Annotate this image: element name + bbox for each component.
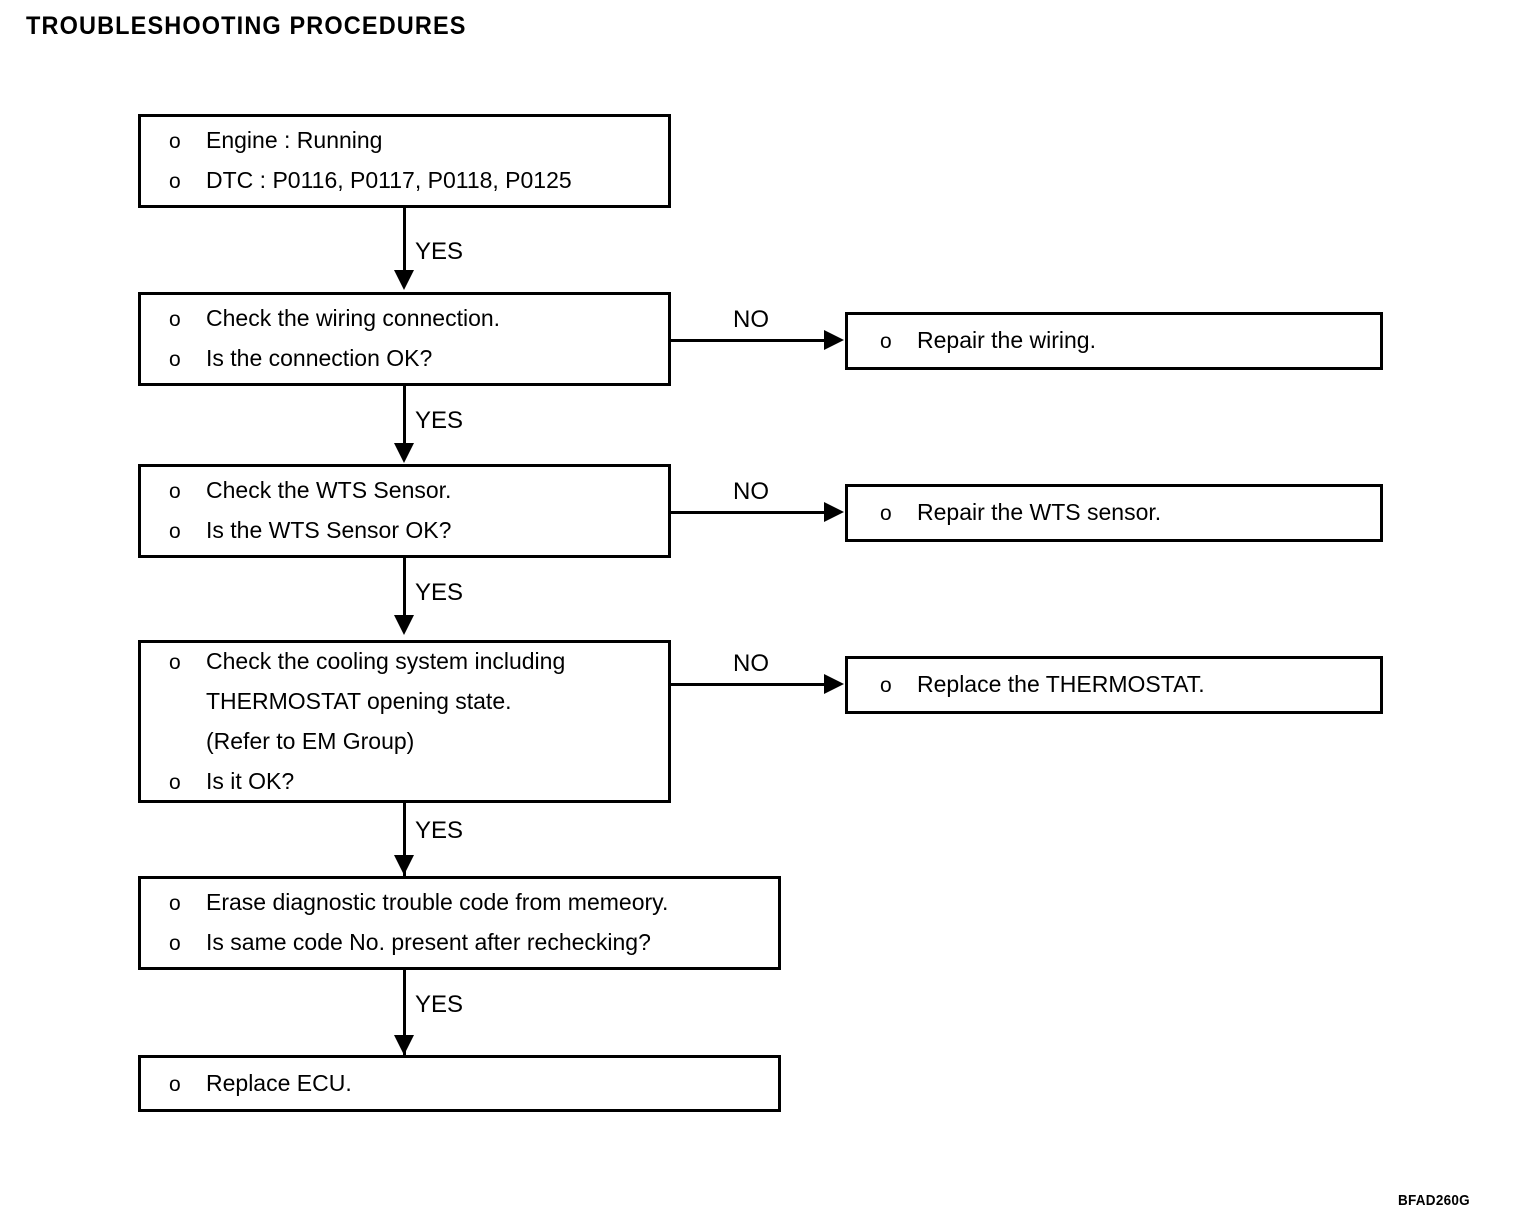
connector-yes4-arrowhead xyxy=(394,855,414,875)
connector-no3-line xyxy=(671,683,826,686)
connector-yes3-line xyxy=(403,558,406,626)
bullet-icon: o xyxy=(169,892,181,915)
node-line: o Repair the wiring. xyxy=(880,321,1380,361)
edge-label-yes5: YES xyxy=(415,991,464,1018)
node-check-cooling: o Check the cooling system including o T… xyxy=(138,640,671,803)
connector-yes5-line xyxy=(403,970,406,1055)
page-title: TROUBLESHOOTING PROCEDURES xyxy=(26,12,467,40)
node-repair-wts: o Repair the WTS sensor. xyxy=(845,484,1383,542)
node-replace-ecu-body: o Replace ECU. xyxy=(141,1058,778,1109)
node-line: o Check the cooling system including xyxy=(169,642,668,682)
bullet-icon: o xyxy=(169,932,181,955)
bullet-icon: o xyxy=(169,520,181,543)
connector-no1-arrowhead xyxy=(824,330,844,350)
node-line: o Is it OK? xyxy=(169,762,668,802)
edge-label-yes2: YES xyxy=(415,407,464,434)
node-line: o Check the WTS Sensor. xyxy=(169,471,668,511)
node-line-text: Check the wiring connection. xyxy=(206,305,501,331)
node-check-wts-body: o Check the WTS Sensor. o Is the WTS Sen… xyxy=(141,467,668,555)
bullet-icon: o xyxy=(169,1072,181,1096)
node-line-text: Replace ECU. xyxy=(206,1069,352,1096)
connector-no1-line xyxy=(671,339,826,342)
edge-label-yes3: YES xyxy=(415,579,464,606)
connector-yes1-line xyxy=(403,208,406,276)
node-check-wiring-body: o Check the wiring connection. o Is the … xyxy=(141,295,668,383)
node-line-text: Replace the THERMOSTAT. xyxy=(917,671,1205,697)
node-erase-dtc-body: o Erase diagnostic trouble code from mem… xyxy=(141,879,778,967)
bullet-icon: o xyxy=(169,308,181,331)
node-line: o Is the WTS Sensor OK? xyxy=(169,511,668,551)
node-line-text: Repair the wiring. xyxy=(917,327,1096,353)
node-check-wiring: o Check the wiring connection. o Is the … xyxy=(138,292,671,386)
bullet-icon: o xyxy=(169,480,181,503)
node-replace-ecu: o Replace ECU. xyxy=(138,1055,781,1112)
bullet-icon: o xyxy=(880,330,892,353)
figure-code: BFAD260G xyxy=(1398,1192,1470,1209)
node-line-text: Is same code No. present after recheckin… xyxy=(206,929,651,955)
node-erase-dtc: o Erase diagnostic trouble code from mem… xyxy=(138,876,781,970)
edge-label-yes4: YES xyxy=(415,817,464,844)
connector-yes4-line xyxy=(403,803,406,878)
node-line-text: Is it OK? xyxy=(206,767,295,794)
node-replace-thermostat-body: o Replace the THERMOSTAT. xyxy=(848,659,1380,711)
node-repair-wts-body: o Repair the WTS sensor. xyxy=(848,487,1380,539)
node-line-text: Is the WTS Sensor OK? xyxy=(206,517,452,543)
bullet-icon: o xyxy=(169,170,181,193)
connector-no2-arrowhead xyxy=(824,502,844,522)
node-line-text: DTC : P0116, P0117, P0118, P0125 xyxy=(206,167,572,193)
edge-label-no2: NO xyxy=(733,478,769,505)
bullet-icon: o xyxy=(169,130,181,153)
connector-yes3-arrowhead xyxy=(394,615,414,635)
bullet-icon: o xyxy=(169,770,181,794)
node-line: o Engine : Running xyxy=(169,121,668,161)
node-line: o Repair the WTS sensor. xyxy=(880,493,1380,533)
node-line-text: Engine : Running xyxy=(206,127,383,153)
connector-no3-arrowhead xyxy=(824,674,844,694)
node-check-wts: o Check the WTS Sensor. o Is the WTS Sen… xyxy=(138,464,671,558)
connector-yes5-arrowhead xyxy=(394,1035,414,1055)
node-line: o DTC : P0116, P0117, P0118, P0125 xyxy=(169,161,668,201)
connector-yes2-line xyxy=(403,386,406,454)
node-line: o Erase diagnostic trouble code from mem… xyxy=(169,883,778,923)
node-line-text: Erase diagnostic trouble code from memeo… xyxy=(206,889,669,915)
node-line-text: THERMOSTAT opening state. xyxy=(206,687,512,714)
node-line: o Is the connection OK? xyxy=(169,339,668,379)
node-line: o Replace ECU. xyxy=(169,1064,778,1104)
edge-label-yes1: YES xyxy=(415,238,464,265)
node-line: o Is same code No. present after recheck… xyxy=(169,923,778,963)
connector-no2-line xyxy=(671,511,826,514)
edge-label-no1: NO xyxy=(733,306,769,333)
node-line-text: Repair the WTS sensor. xyxy=(917,499,1162,525)
node-start-body: o Engine : Running o DTC : P0116, P0117,… xyxy=(141,117,668,205)
connector-yes1-arrowhead xyxy=(394,270,414,290)
bullet-icon: o xyxy=(880,674,892,697)
node-line-text: (Refer to EM Group) xyxy=(206,727,415,754)
connector-yes2-arrowhead xyxy=(394,443,414,463)
node-line: o Replace the THERMOSTAT. xyxy=(880,665,1380,705)
node-line: o THERMOSTAT opening state. xyxy=(169,682,668,722)
bullet-icon: o xyxy=(169,650,181,674)
node-line-text: Check the WTS Sensor. xyxy=(206,477,452,503)
node-replace-thermostat: o Replace the THERMOSTAT. xyxy=(845,656,1383,714)
node-line: o (Refer to EM Group) xyxy=(169,722,668,762)
node-line-text: Is the connection OK? xyxy=(206,345,433,371)
node-repair-wiring-body: o Repair the wiring. xyxy=(848,315,1380,367)
node-line-text: Check the cooling system including xyxy=(206,647,566,674)
node-check-cooling-body: o Check the cooling system including o T… xyxy=(141,643,668,800)
node-repair-wiring: o Repair the wiring. xyxy=(845,312,1383,370)
node-start: o Engine : Running o DTC : P0116, P0117,… xyxy=(138,114,671,208)
bullet-icon: o xyxy=(880,502,892,525)
edge-label-no3: NO xyxy=(733,650,769,677)
node-line: o Check the wiring connection. xyxy=(169,299,668,339)
bullet-icon: o xyxy=(169,348,181,371)
